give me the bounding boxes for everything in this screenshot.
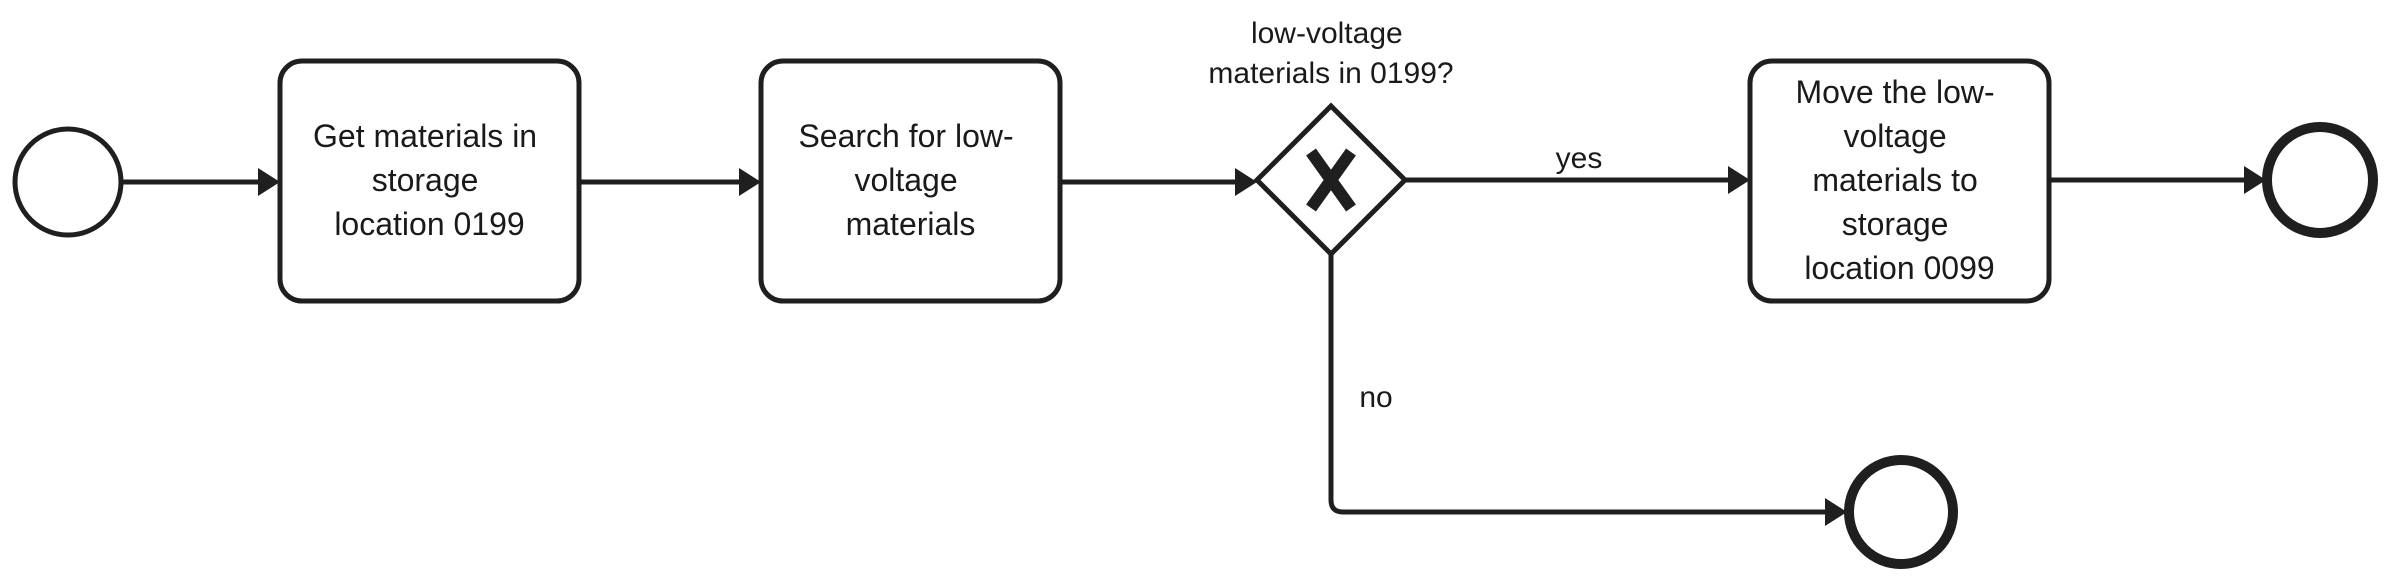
task-label-line: storage (372, 162, 479, 198)
flow-label-yes: yes (1556, 142, 1603, 175)
gateway-question-line: low-voltage (1251, 17, 1403, 50)
gateway-question-label: low-voltage materials in 0199? (1208, 17, 1453, 90)
task-label-line: materials (846, 206, 976, 242)
end-event-main[interactable] (2262, 122, 2378, 238)
end-event-no-branch[interactable] (1844, 455, 1958, 569)
task-label-line: Get materials in (313, 118, 537, 154)
gateway-question-line: materials in 0199? (1208, 57, 1453, 90)
arrowhead (1825, 498, 1847, 526)
task-label: Get materials in storage location 0199 (313, 118, 546, 242)
gateway-x-icon (1306, 148, 1356, 212)
task-label-line: Move the low- (1795, 74, 1994, 110)
arrowhead (1728, 166, 1750, 194)
task-label-line: location 0099 (1804, 250, 1994, 286)
arrowhead (2244, 166, 2266, 194)
arrowhead (258, 168, 280, 196)
task-get-materials[interactable]: Get materials in storage location 0199 (277, 58, 582, 304)
task-move-materials[interactable]: Move the low- voltage materials to stora… (1747, 58, 2052, 304)
arrowhead (1235, 168, 1257, 196)
task-label: Search for low- voltage materials (798, 118, 1022, 242)
task-label-line: Search for low- (798, 118, 1013, 154)
task-label-line: voltage (1843, 118, 1946, 154)
flow-label-no: no (1359, 381, 1392, 414)
task-search-materials[interactable]: Search for low- voltage materials (758, 58, 1063, 304)
task-label-line: location 0199 (334, 206, 524, 242)
sequence-flow-no[interactable] (1328, 254, 1827, 515)
start-event[interactable] (12, 126, 124, 238)
exclusive-gateway[interactable] (1253, 102, 1409, 258)
arrowhead (739, 168, 761, 196)
task-label-line: storage (1842, 206, 1949, 242)
task-label-line: materials to (1812, 162, 1977, 198)
task-label-line: voltage (854, 162, 957, 198)
task-label: Move the low- voltage materials to stora… (1795, 74, 2003, 286)
